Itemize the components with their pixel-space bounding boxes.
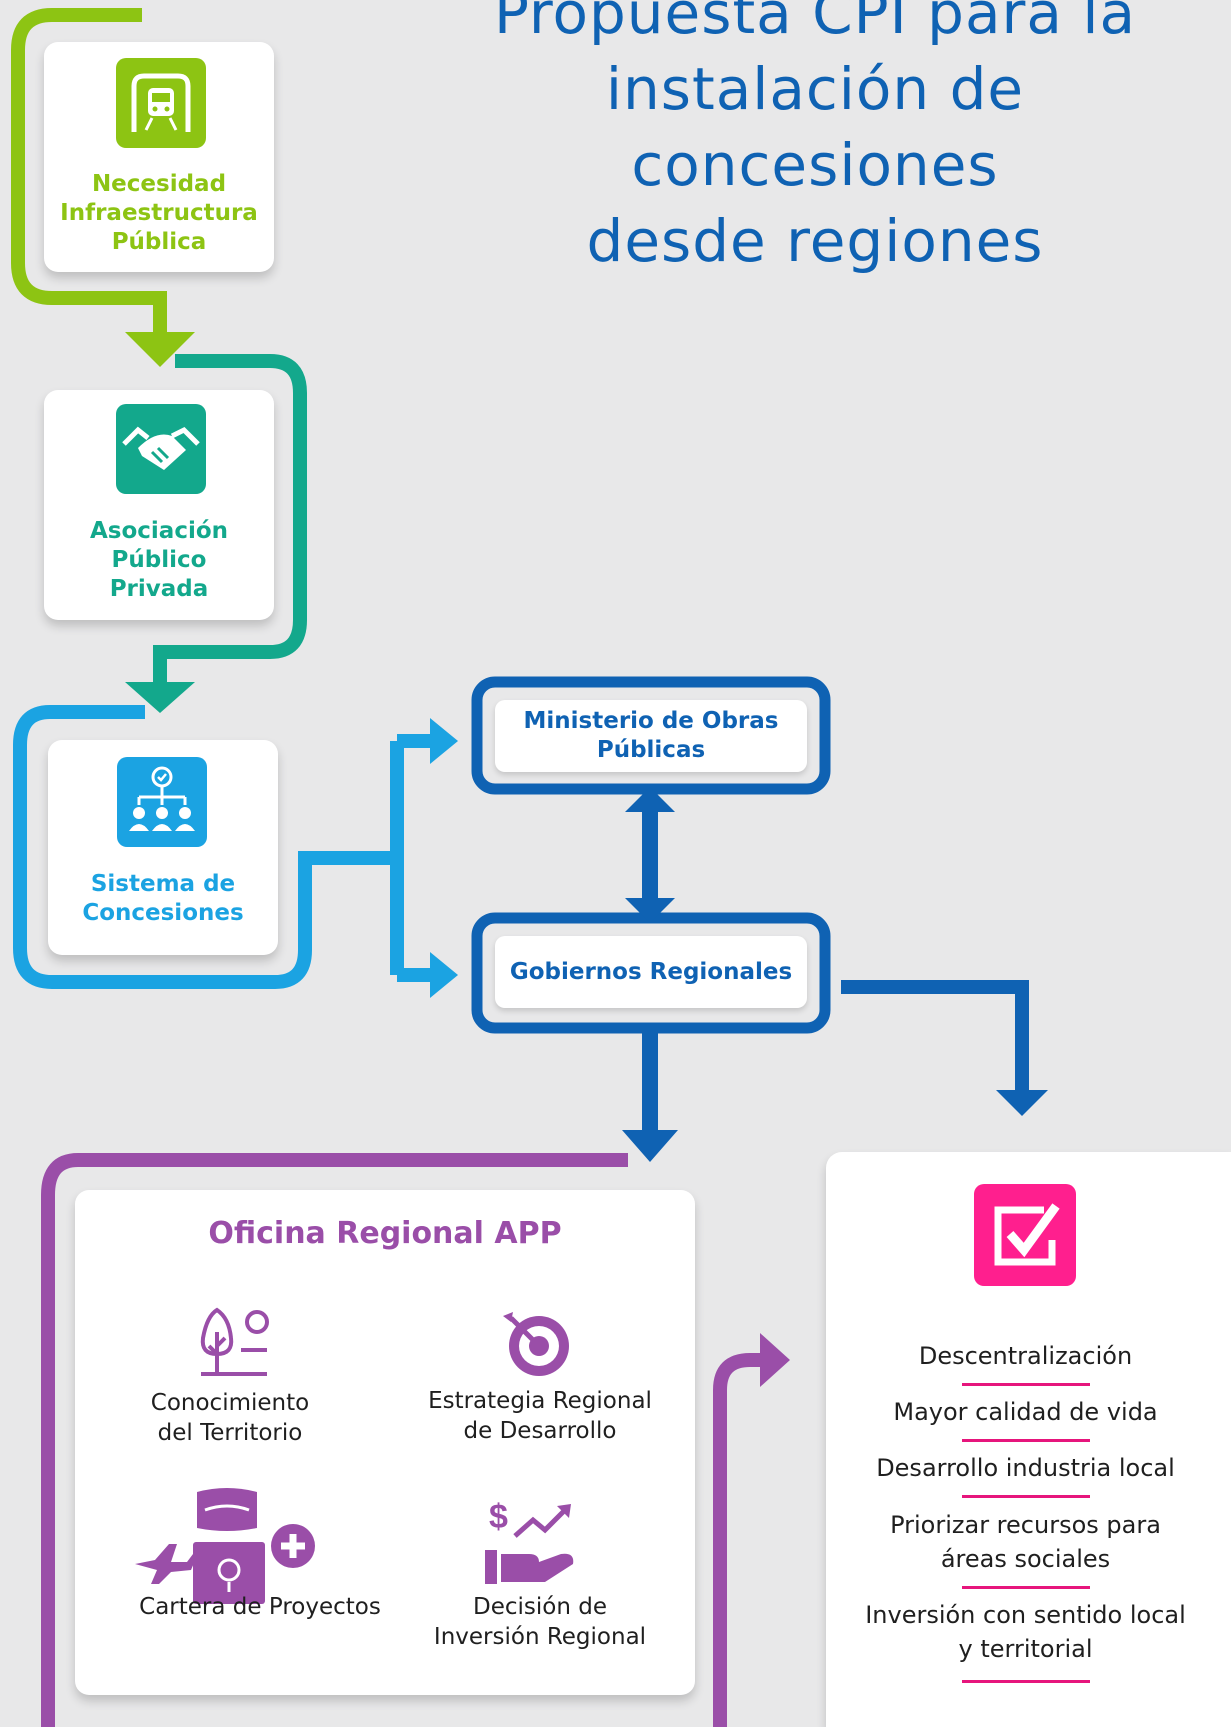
title-line-2: instalación de concesiones [605,55,1025,199]
oficina-item: Decisión de Inversión Regional [433,1594,647,1650]
double-arrow [625,787,675,923]
benefit-item: Inversión con sentido local y territoria… [865,1601,1186,1663]
teal-arrowhead [125,682,195,713]
target-icon [503,1312,569,1376]
oficina-title: Oficina Regional APP [208,1216,562,1251]
oficina-frame [41,1153,762,1727]
benefit-separator [962,1383,1090,1386]
arrow-to-benefits [841,980,1029,1090]
svg-text:$: $ [489,1498,508,1536]
green-connector [11,8,167,335]
investment-icon: $ [485,1498,574,1584]
handshake-icon [116,404,206,494]
step-card-sistema: Sistema de Concesiones [48,740,278,955]
title-line-1: Propuesta CPI para la [493,0,1137,47]
checkbox-icon [974,1184,1076,1286]
train-icon [116,58,206,148]
step-label: Asociación Público Privada [89,518,229,602]
benefit-separator [962,1439,1090,1442]
benefit-separator [962,1680,1090,1683]
lightblue-arrowhead-top [430,718,458,764]
ministerio-pill: Ministerio de Obras Públicas [495,700,807,772]
step-card-infraestructura: Necesidad Infraestructura Pública [44,42,274,272]
green-arrowhead [125,332,195,367]
lightblue-connector [13,705,432,989]
benefit-separator [962,1495,1090,1498]
purple-arrowhead [760,1333,790,1387]
page-title: Propuesta CPI para la instalación de con… [420,0,1210,279]
benefits-arrowhead [996,1090,1048,1116]
step-card-asociacion: Asociación Público Privada [44,390,274,620]
oficina-item: Conocimiento del Territorio [150,1390,310,1446]
benefit-separator [962,1586,1090,1589]
lightblue-arrowhead-bottom [430,952,458,998]
benefit-item: Descentralización [918,1342,1133,1370]
projects-icon [135,1488,315,1604]
oficina-item: Cartera de Proyectos [139,1594,381,1620]
tree-icon [200,1307,269,1376]
org-chart-icon [117,757,207,847]
oficina-item: Estrategia Regional de Desarrollo [428,1388,652,1444]
down-arrow-oficina [622,1025,678,1162]
gobiernos-pill: Gobiernos Regionales [495,936,807,1008]
benefit-item: Priorizar recursos para áreas sociales [890,1511,1161,1573]
benefit-item: Mayor calidad de vida [893,1398,1158,1426]
teal-connector [153,354,307,685]
oficina-card: Oficina Regional APP Conocimiento del Te… [75,1190,695,1695]
step-label: Sistema de Concesiones [82,871,244,926]
step-label: Necesidad Infraestructura Pública [60,171,258,255]
benefit-item: Desarrollo industria local [876,1454,1175,1482]
title-line-3: desde regiones [586,207,1044,275]
